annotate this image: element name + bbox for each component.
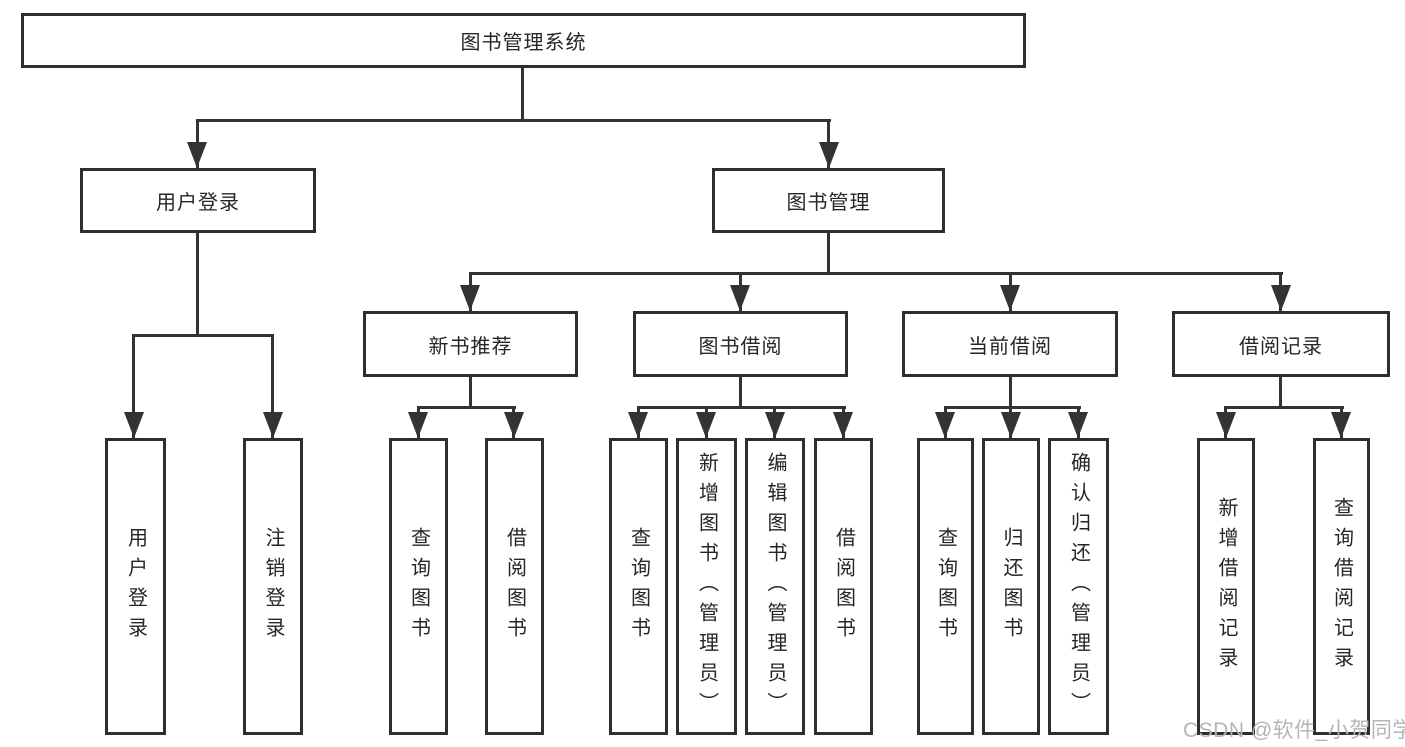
arrow-down-icon <box>628 412 648 438</box>
arrow-down-icon <box>460 285 480 311</box>
csdn-watermark: CSDN @软件_小贺同学 <box>1183 719 1405 742</box>
connector-current-horizontal <box>944 406 1081 409</box>
node-user-login: 用户登录 <box>105 438 166 735</box>
arrow-down-icon <box>408 412 428 438</box>
connector-rec-stub <box>469 377 472 408</box>
node-logout-label: 注销登录 <box>262 526 284 647</box>
node-edit-book-admin-label: 编辑图书（管理员） <box>764 451 786 722</box>
node-query-borrow-record-label: 查询借阅记录 <box>1330 496 1353 677</box>
node-query-borrow-record: 查询借阅记录 <box>1313 438 1370 735</box>
connector-login-horizontal <box>132 334 274 337</box>
node-return-book: 归还图书 <box>982 438 1040 735</box>
node-confirm-return-admin: 确认归还（管理员） <box>1048 438 1109 735</box>
arrow-down-icon <box>1001 412 1021 438</box>
node-add-borrow-record-label: 新增借阅记录 <box>1215 496 1237 677</box>
node-book-borrow: 图书借阅 <box>633 311 848 377</box>
node-query-book-borrow: 查询图书 <box>609 438 668 735</box>
connector-records-horizontal <box>1224 406 1344 409</box>
node-query-book-current: 查询图书 <box>917 438 974 735</box>
node-edit-book-admin: 编辑图书（管理员） <box>745 438 805 735</box>
node-new-book-rec: 新书推荐 <box>363 311 578 377</box>
arrow-down-icon <box>1271 285 1291 311</box>
connector-login-stub <box>196 233 199 336</box>
connector-drop-user-login <box>132 334 135 438</box>
arrow-down-icon <box>1331 412 1351 438</box>
node-return-book-label: 归还图书 <box>1000 526 1022 647</box>
connector-rec-horizontal <box>417 406 516 409</box>
node-borrow-records: 借阅记录 <box>1172 311 1390 377</box>
arrow-down-icon <box>765 412 785 438</box>
node-user-login-label: 用户登录 <box>124 526 147 647</box>
node-add-borrow-record: 新增借阅记录 <box>1197 438 1255 735</box>
node-add-book-admin: 新增图书（管理员） <box>676 438 737 735</box>
connector-mgmt-horizontal <box>469 272 1283 275</box>
connector-current-stub <box>1009 377 1012 408</box>
connector-drop-logout <box>271 334 274 438</box>
node-query-book-rec: 查询图书 <box>389 438 448 735</box>
arrow-down-icon <box>263 412 283 438</box>
arrow-down-icon <box>187 142 207 168</box>
node-borrow-book-rec: 借阅图书 <box>485 438 544 735</box>
connector-borrow-stub <box>739 377 742 408</box>
arrow-down-icon <box>730 285 750 311</box>
connector-borrow-horizontal <box>637 406 846 409</box>
node-query-book-current-label: 查询图书 <box>934 526 957 647</box>
arrow-down-icon <box>1000 285 1020 311</box>
connector-records-stub <box>1279 377 1282 408</box>
node-login-branch: 用户登录 <box>80 168 316 233</box>
node-borrow-book-borrow: 借阅图书 <box>814 438 873 735</box>
connector-root-horizontal <box>196 119 831 122</box>
node-current-borrow: 当前借阅 <box>902 311 1118 377</box>
arrow-down-icon <box>504 412 524 438</box>
node-book-mgmt-branch: 图书管理 <box>712 168 945 233</box>
arrow-down-icon <box>1068 412 1088 438</box>
node-query-book-borrow-label: 查询图书 <box>627 526 650 647</box>
node-query-book-rec-label: 查询图书 <box>407 526 430 647</box>
arrow-down-icon <box>1216 412 1236 438</box>
connector-mgmt-stub <box>827 233 830 274</box>
arrow-down-icon <box>833 412 853 438</box>
node-borrow-book-borrow-label: 借阅图书 <box>832 526 855 647</box>
node-borrow-book-rec-label: 借阅图书 <box>503 526 526 647</box>
node-root: 图书管理系统 <box>21 13 1026 68</box>
arrow-down-icon <box>124 412 144 438</box>
node-add-book-admin-label: 新增图书（管理员） <box>695 451 718 722</box>
connector-root-stub <box>521 68 524 121</box>
arrow-down-icon <box>696 412 716 438</box>
arrow-down-icon <box>935 412 955 438</box>
node-confirm-return-admin-label: 确认归还（管理员） <box>1067 451 1090 722</box>
node-logout: 注销登录 <box>243 438 303 735</box>
arrow-down-icon <box>819 142 839 168</box>
